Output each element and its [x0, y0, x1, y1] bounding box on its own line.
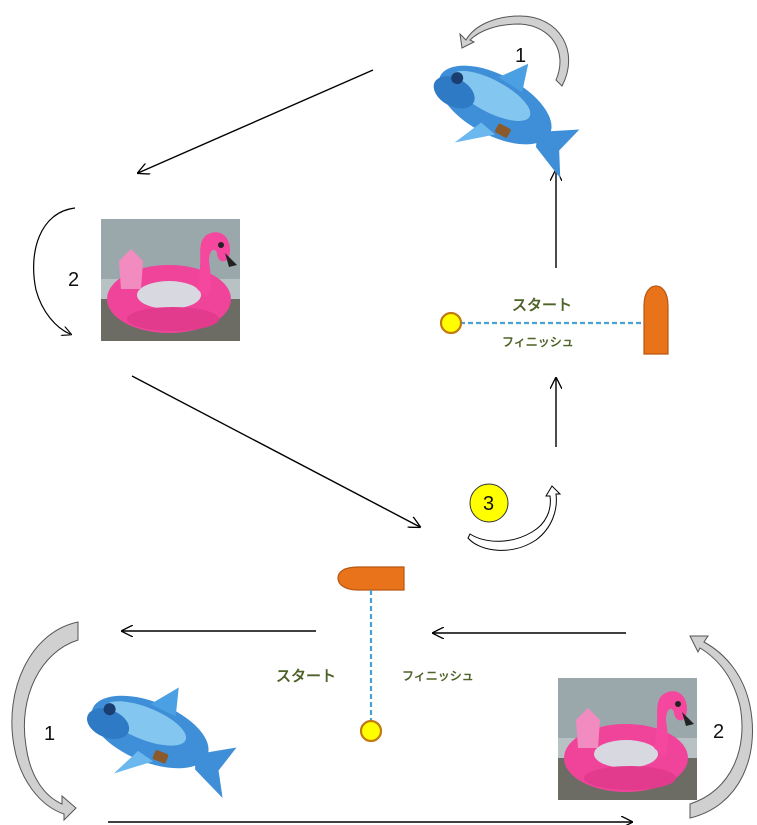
finish-label-right: フィニッシュ	[502, 335, 574, 349]
committee-boat-right-icon	[643, 285, 669, 355]
rounding-arrow-mark-3	[467, 485, 562, 551]
mark-3-circle-icon	[469, 483, 509, 523]
start-label-bottom: スタート	[276, 667, 336, 685]
dolphin-mark-bottom-icon	[71, 659, 255, 815]
mark-1-top-label: 1	[515, 45, 526, 67]
mark-3-label: 3	[483, 493, 494, 515]
flamingo-mark-left-icon	[101, 219, 240, 341]
pin-buoy-right-icon	[439, 311, 463, 335]
rounding-arrow-mark-2-bottom	[689, 635, 753, 819]
flamingo-mark-bottom-icon	[558, 678, 697, 800]
mark-2-left-label: 2	[68, 269, 79, 291]
leg-2-to-3-arrow	[131, 375, 420, 527]
mark-1-bottom-label: 1	[44, 723, 55, 745]
finish-label-bottom: フィニッシュ	[402, 669, 474, 683]
committee-boat-bottom-icon	[337, 566, 405, 591]
dolphin-mark-top-icon	[414, 29, 601, 195]
pin-buoy-bottom-icon	[359, 719, 383, 743]
rounding-arrow-mark-2-left	[33, 207, 76, 334]
leg-1-to-2-arrow	[138, 69, 374, 173]
start-label-right: スタート	[512, 296, 572, 314]
rounding-arrow-mark-1-bottom	[11, 621, 79, 822]
rounding-arrow-mark-1-top	[459, 15, 570, 87]
mark-2-bottom-label: 2	[713, 721, 724, 743]
